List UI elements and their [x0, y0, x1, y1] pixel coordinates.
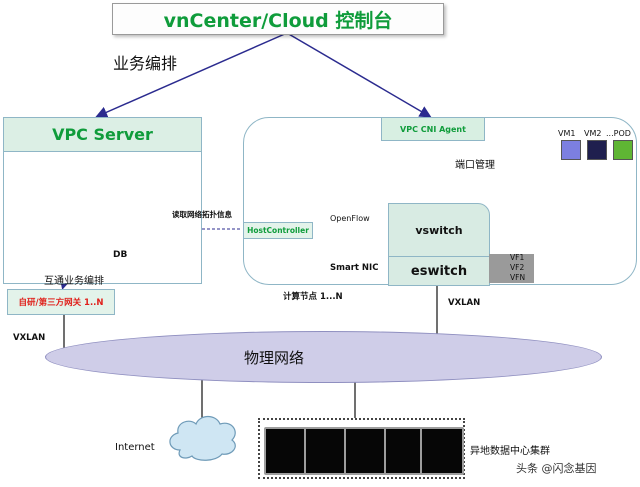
vm1-label: VM1: [558, 129, 576, 138]
pod-label: ...POD: [606, 129, 631, 138]
console-title: vnCenter/Cloud 控制台: [112, 3, 444, 35]
remote-dc-box: [258, 418, 465, 479]
vf1-label: VF1: [510, 253, 525, 262]
openflow-label: OpenFlow: [330, 214, 370, 223]
cloud-icon: [169, 415, 236, 461]
orch-arrow-left: [95, 32, 288, 118]
vpc-server-label: VPC Server: [4, 118, 201, 152]
server-rack-icon: [304, 427, 348, 475]
server-rack-icon: [264, 427, 308, 475]
physical-network-label: 物理网络: [244, 349, 305, 367]
vxlan-right-label: VXLAN: [448, 298, 481, 308]
remote-dc-label: 异地数据中心集群: [470, 446, 550, 457]
read-topology-label: 读取网络拓扑信息: [172, 210, 232, 219]
server-rack-icon: [420, 427, 464, 475]
eswitch-box: eswitch: [388, 256, 490, 286]
vf-block: [489, 254, 534, 283]
internet-label: Internet: [115, 442, 155, 453]
compute-node-label: 计算节点 1...N: [283, 292, 343, 302]
gateway-box: 自研/第三方网关 1..N: [7, 289, 115, 315]
orch-arrow-right: [286, 32, 432, 118]
watermark: 头条 @闪念基因: [516, 462, 597, 475]
vf2-label: VF2: [510, 263, 525, 272]
vpc-server-box: VPC Server: [3, 117, 202, 284]
vfn-label: VFN: [510, 273, 526, 282]
smart-nic-label: Smart NIC: [330, 263, 379, 273]
vswitch-box: vswitch: [388, 203, 490, 258]
orchestration-label: 业务编排: [113, 54, 178, 73]
physical-network-ellipse: [45, 331, 602, 383]
db-label: DB: [113, 250, 128, 260]
port-mgmt-label: 端口管理: [455, 160, 495, 171]
vpc-cni-agent: VPC CNI Agent: [381, 117, 485, 141]
host-controller: HostController: [243, 222, 313, 239]
vm2-icon: [587, 140, 607, 160]
server-rack-icon: [344, 427, 388, 475]
interconnect-label: 互通业务编排: [44, 276, 104, 287]
vm2-label: VM2: [584, 129, 602, 138]
vm1-icon: [561, 140, 581, 160]
vxlan-left-label: VXLAN: [13, 333, 46, 343]
pod-icon: [613, 140, 633, 160]
